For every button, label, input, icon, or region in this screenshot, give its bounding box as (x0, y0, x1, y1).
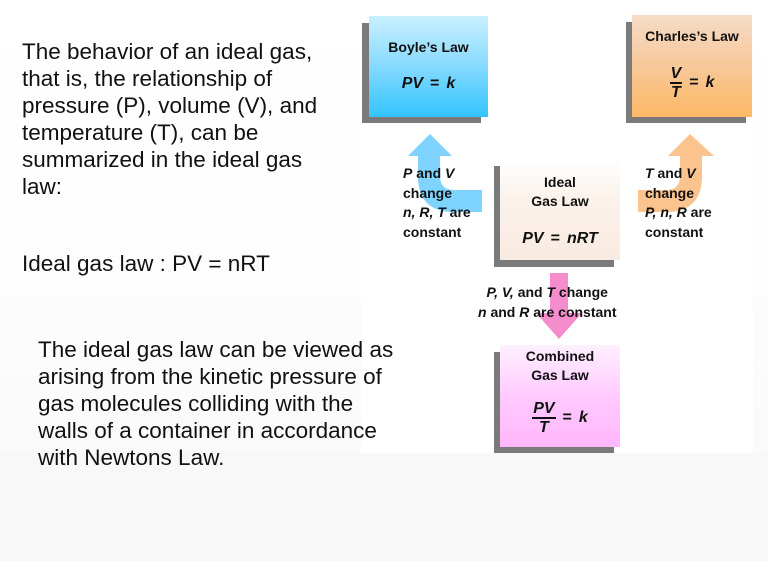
title-line: Gas Law (531, 367, 589, 383)
text: are (445, 204, 471, 220)
combined-gas-law-equation: PV T = k (500, 400, 620, 436)
eq-left: PV (401, 75, 424, 92)
intro-line: summarized in the ideal gas (22, 147, 303, 172)
text: change (645, 184, 695, 201)
intro-line: pressure (P), volume (V), and (22, 93, 318, 118)
var: V (445, 165, 455, 181)
kinetic-paragraph: The ideal gas law can be viewed as arisi… (38, 336, 478, 471)
charles-condition-label: T and V change P, n, R are constant (645, 164, 712, 242)
ideal-gas-law-title: Ideal Gas Law (500, 173, 620, 211)
eq-left: PV (522, 230, 544, 247)
eq-right: k (446, 75, 456, 92)
var: T (645, 165, 654, 181)
kinetic-line: gas molecules colliding with the (38, 391, 354, 416)
var: P, n, R (645, 204, 687, 220)
intro-paragraph: The behavior of an ideal gas, that is, t… (22, 38, 367, 200)
intro-line: The behavior of an ideal gas, (22, 39, 313, 64)
combined-condition-label: P, V, and T change n and R are constant (478, 283, 617, 322)
combined-arrow-shape (536, 273, 582, 339)
eq-op: = (430, 75, 440, 92)
text: and (513, 284, 547, 300)
var: n (478, 303, 487, 320)
title-line: Ideal (544, 174, 576, 190)
fraction: V T (669, 65, 683, 101)
intro-line: temperature (T), can be (22, 120, 259, 145)
intro-line: law: (22, 174, 63, 199)
boyles-law-equation: PV = k (369, 75, 488, 93)
title-line: Gas Law (531, 193, 589, 209)
eq-right: k (705, 74, 715, 91)
boyle-arrow-icon (408, 134, 482, 212)
var: P (403, 165, 413, 181)
charles-arrow-shape (638, 134, 714, 212)
eq-right: k (578, 409, 588, 426)
eq-op: = (689, 74, 699, 91)
text: constant (645, 223, 704, 240)
numerator: V (669, 65, 683, 84)
combined-gas-law-title: Combined Gas Law (500, 347, 620, 385)
boyle-arrow-shape (408, 134, 482, 212)
text: and (486, 303, 520, 320)
charles-arrow-icon (638, 134, 714, 212)
boyles-law-box: Boyle’s Law PV = k (369, 16, 488, 117)
eq-right: nRT (566, 230, 598, 247)
var: R (519, 303, 530, 320)
fraction: PV T (532, 400, 556, 436)
text: and (412, 165, 446, 181)
ideal-gas-law-box: Ideal Gas Law PV = nRT (500, 160, 620, 260)
boyles-law-title: Boyle’s Law (388, 39, 469, 55)
text: are (686, 204, 712, 220)
text: change (403, 184, 453, 201)
var: V (686, 165, 696, 181)
charles-law-box: Charles’s Law V T = k (632, 15, 752, 117)
denominator: T (670, 84, 681, 101)
intro-line: that is, the relationship of (22, 66, 273, 91)
denominator: T (538, 419, 549, 436)
numerator: PV (532, 400, 556, 419)
text: are constant (529, 303, 617, 320)
slide-bottom-band (0, 453, 768, 561)
combined-arrow-icon (536, 273, 582, 339)
combined-gas-law-box: Combined Gas Law PV T = k (500, 345, 620, 447)
ideal-gas-formula-text: Ideal gas law : PV = nRT (22, 251, 270, 276)
eq-op: = (562, 409, 572, 426)
boyle-condition-label: P and V change n, R, T are constant (403, 164, 471, 242)
eq-op: = (550, 230, 560, 247)
kinetic-line: The ideal gas law can be viewed as (38, 337, 394, 362)
charles-law-title: Charles’s Law (645, 28, 739, 44)
text: change (555, 284, 608, 300)
text: and (653, 165, 687, 181)
var: P, V, (486, 284, 514, 300)
kinetic-line: with Newtons Law. (38, 445, 225, 470)
kinetic-line: walls of a container in accordance (38, 418, 377, 443)
var: n, R, T (403, 204, 446, 220)
title-line: Combined (525, 348, 595, 364)
ideal-gas-law-equation: PV = nRT (500, 230, 620, 248)
kinetic-line: arising from the kinetic pressure of (38, 364, 382, 389)
charles-law-equation: V T = k (632, 65, 752, 101)
var: T (546, 284, 556, 300)
text: constant (403, 223, 462, 240)
